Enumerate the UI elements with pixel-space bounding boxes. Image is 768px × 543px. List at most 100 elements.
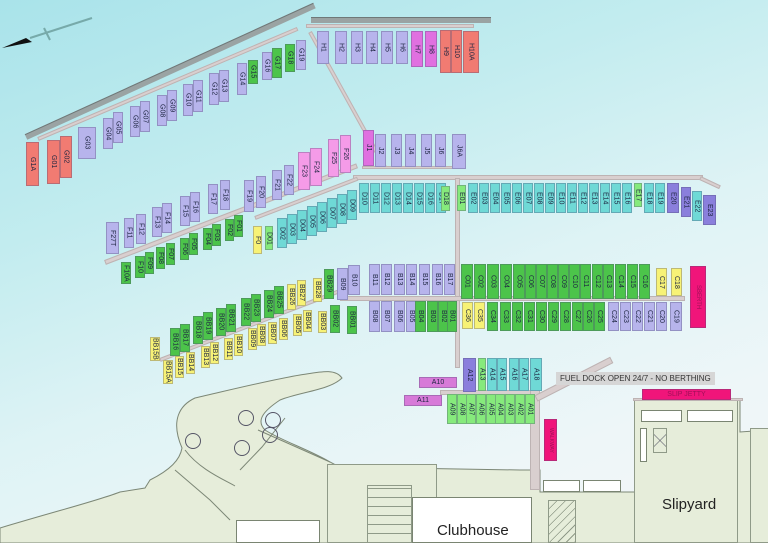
berth-bb28[interactable]: BB28 (313, 278, 322, 302)
berth-e23[interactable]: E23 (703, 195, 716, 225)
berth-f18[interactable]: F18 (220, 180, 230, 210)
berth-g09[interactable]: G09 (167, 90, 177, 121)
berth-a07[interactable]: A07 (466, 394, 476, 424)
berth-bb12[interactable]: BB12 (210, 342, 219, 364)
berth-d04[interactable]: D04 (297, 210, 307, 240)
berth-e04[interactable]: E04 (490, 183, 500, 213)
berth-b17[interactable]: B17 (444, 264, 455, 295)
berth-bb06[interactable]: BB06 (279, 318, 288, 340)
berth-b12[interactable]: B12 (381, 264, 392, 295)
berth-a13[interactable]: A13 (478, 358, 486, 391)
berth-f11[interactable]: F11 (124, 218, 134, 248)
berth-f03[interactable]: F03 (212, 224, 221, 246)
berth-g19[interactable]: G19 (296, 40, 306, 70)
berth-h8[interactable]: H8 (425, 31, 437, 67)
berth-c02[interactable]: C02 (474, 264, 486, 299)
berth-g18[interactable]: G18 (285, 44, 295, 72)
berth-e08[interactable]: E08 (534, 183, 544, 213)
berth-c30[interactable]: C30 (536, 302, 547, 331)
berth-c32[interactable]: C32 (512, 302, 523, 331)
berth-d15[interactable]: D15 (414, 183, 424, 213)
berth-b06[interactable]: B06 (394, 301, 405, 332)
berth-bb17[interactable]: BB17 (180, 324, 190, 352)
berth-c06[interactable]: C06 (525, 264, 536, 299)
berth-h2[interactable]: H2 (335, 31, 347, 64)
berth-bb20[interactable]: BB20 (216, 308, 226, 336)
berth-c24[interactable]: C24 (608, 302, 619, 331)
berth-bb15a[interactable]: BB15A (163, 360, 173, 384)
berth-c20[interactable]: C20 (656, 302, 667, 331)
berth-e19[interactable]: E19 (655, 183, 665, 213)
berth-g16[interactable]: G16 (262, 52, 272, 80)
berth-d10[interactable]: D10 (359, 183, 369, 213)
berth-c14[interactable]: C14 (615, 264, 626, 299)
berth-b04[interactable]: B04 (415, 301, 426, 332)
berth-bb29[interactable]: BB29 (324, 269, 334, 299)
berth-bb09[interactable]: BB09 (248, 328, 257, 350)
berth-g10[interactable]: G10 (183, 84, 193, 116)
berth-h5[interactable]: H5 (381, 31, 393, 64)
berth-f10[interactable]: F10 (135, 256, 145, 278)
berth-c35[interactable]: C35 (474, 302, 485, 329)
berth-c27[interactable]: C27 (572, 302, 583, 331)
berth-c36[interactable]: C36 (462, 302, 473, 329)
berth-d01[interactable]: D01 (265, 226, 273, 250)
berth-f10a[interactable]: F10A (121, 262, 131, 284)
berth-bb21[interactable]: BB21 (226, 304, 236, 332)
berth-bb03[interactable]: BB03 (318, 311, 327, 333)
berth-bb11[interactable]: BB11 (224, 338, 233, 360)
berth-g13[interactable]: G13 (219, 70, 229, 102)
berth-g14[interactable]: G14 (237, 63, 247, 95)
berth-g17[interactable]: G17 (272, 48, 282, 78)
berth-b16[interactable]: B16 (432, 264, 443, 295)
berth-f25[interactable]: F25 (328, 139, 339, 177)
berth-c03[interactable]: C03 (487, 264, 499, 299)
berth-d03[interactable]: D03 (287, 214, 297, 244)
berth-f21[interactable]: F21 (272, 170, 282, 200)
berth-b09[interactable]: B09 (337, 268, 348, 300)
berth-c11[interactable]: C11 (580, 264, 591, 299)
berth-e13[interactable]: E13 (589, 183, 599, 213)
berth-bb18[interactable]: BB18 (193, 316, 203, 344)
berth-d02[interactable]: D02 (277, 218, 287, 248)
berth-g1a[interactable]: G1A (26, 142, 39, 186)
berth-h10[interactable]: H10 (451, 30, 462, 73)
berth-j6[interactable]: J6 (435, 134, 446, 167)
berth-c28[interactable]: C28 (560, 302, 571, 331)
berth-f17[interactable]: F17 (208, 184, 218, 214)
superberth[interactable]: SBERTH (690, 266, 706, 328)
berth-g05[interactable]: G05 (113, 112, 123, 143)
berth-bb16[interactable]: BB16 (170, 328, 180, 356)
berth-e15[interactable]: E15 (611, 183, 621, 213)
berth-a14[interactable]: A14 (487, 358, 497, 391)
berth-f08[interactable]: F08 (156, 247, 165, 269)
berth-b15[interactable]: B15 (419, 264, 430, 295)
berth-g08[interactable]: G08 (157, 95, 167, 126)
berth-e14[interactable]: E14 (600, 183, 610, 213)
berth-f20[interactable]: F20 (256, 176, 266, 208)
berth-e07[interactable]: E07 (523, 183, 533, 213)
berth-a04[interactable]: A04 (495, 394, 505, 424)
berth-e06[interactable]: E06 (512, 183, 522, 213)
berth-f06[interactable]: F06 (180, 238, 189, 260)
berth-h1[interactable]: H1 (317, 31, 329, 64)
berth-e02[interactable]: E02 (468, 183, 478, 213)
berth-c10[interactable]: C10 (569, 264, 580, 299)
berth-c34[interactable]: C34 (487, 302, 498, 331)
berth-c19[interactable]: C19 (670, 302, 682, 331)
berth-d13[interactable]: D13 (392, 183, 402, 213)
berth-f07[interactable]: F07 (166, 243, 175, 265)
berth-f05[interactable]: F05 (189, 233, 198, 255)
berth-bb02[interactable]: BB02 (330, 305, 340, 333)
berth-h10a[interactable]: H10A (463, 31, 479, 73)
berth-e11[interactable]: E11 (567, 183, 577, 213)
berth-d16[interactable]: D16 (425, 183, 435, 213)
berth-c01[interactable]: C01 (461, 264, 473, 299)
berth-c04[interactable]: C04 (500, 264, 512, 299)
berth-c18[interactable]: C18 (671, 268, 682, 296)
berth-d05[interactable]: D05 (307, 206, 317, 236)
berth-c15[interactable]: C15 (627, 264, 638, 299)
berth-g02[interactable]: G02 (60, 136, 72, 178)
berth-h6[interactable]: H6 (396, 31, 408, 64)
berth-e18[interactable]: E18 (644, 183, 654, 213)
